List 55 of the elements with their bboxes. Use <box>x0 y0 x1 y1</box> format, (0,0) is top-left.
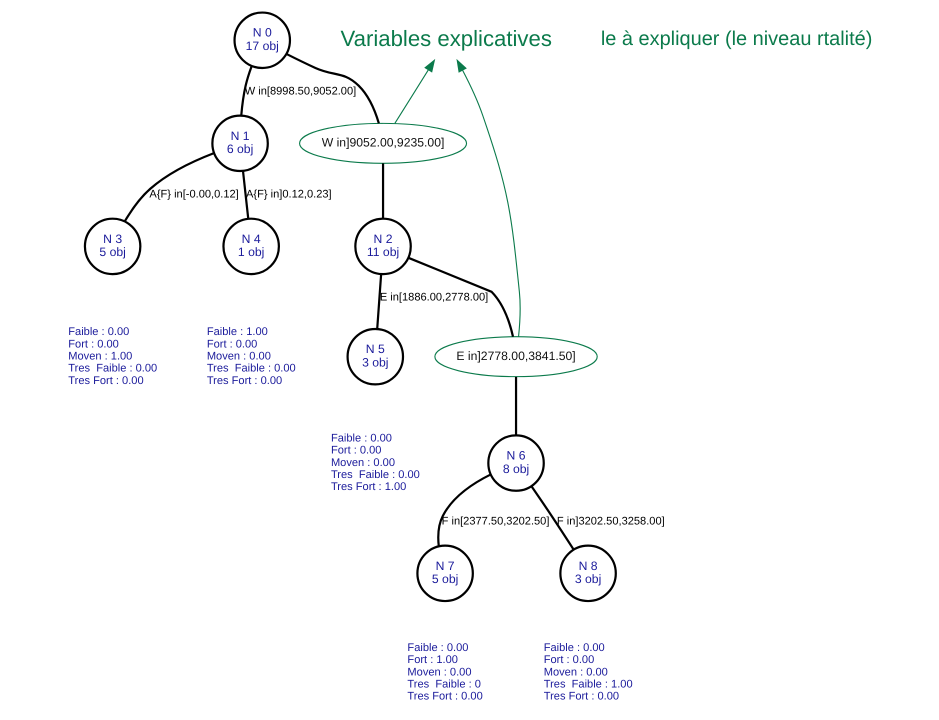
node-label: Moven : 0.00 <box>544 666 608 678</box>
node-circle: N 4 1 obj <box>222 218 280 276</box>
connector <box>408 256 514 337</box>
node-label: Tres Fort : 0.00 <box>206 374 282 387</box>
node-circle: N 1 6 obj <box>211 114 269 172</box>
node-label: Tres Faible : 0.00 <box>330 469 420 482</box>
arrow <box>456 58 521 337</box>
node-label: Moven : 0.00 <box>330 456 396 469</box>
connector <box>240 66 253 116</box>
node-label: Moven : 1.00 <box>68 350 132 362</box>
node-label: Faible : 0.00 <box>330 432 392 444</box>
node-circle: N 8 3 obj <box>559 544 617 602</box>
connector <box>382 163 384 218</box>
connector <box>242 170 250 219</box>
label: le à expliquer (le niveau rtalité) <box>600 28 872 50</box>
node-label: Tres Fort : 0.00 <box>68 374 144 387</box>
node-label: Faible : 0.00 <box>407 642 468 654</box>
node-label: Tres Fort : 0.00 <box>544 690 620 703</box>
node-ellipse: E in]2778.00,3841.50] <box>434 336 598 378</box>
node-label: Faible : 0.00 <box>544 642 605 654</box>
node-ellipse: W in]9052.00,9235.00] <box>299 122 468 164</box>
node-label: Tres Faible : 0 <box>407 678 481 690</box>
node-label: Fort : 0.00 <box>206 338 258 350</box>
node-circle: N 2 11 obj <box>354 218 412 276</box>
edge-label: A{F} in]0.12,0.23] <box>246 188 332 201</box>
edge-label: A{F} in[-0.00,0.12] <box>149 188 239 201</box>
node-circle: N 5 3 obj <box>346 328 404 386</box>
edge-label: F in]3202.50,3258.00] <box>556 516 665 528</box>
node-label: Fort : 0.00 <box>68 338 119 350</box>
connector <box>437 473 492 546</box>
node-label: Fort : 1.00 <box>407 654 458 666</box>
node-label: Moven : 0.00 <box>407 666 472 678</box>
edge-label: E in[1886.00,2778.00] <box>380 292 488 304</box>
connector <box>124 152 214 222</box>
node-label: Fort : 0.00 <box>544 654 594 666</box>
node-label: Tres Faible : 0.00 <box>68 362 158 375</box>
node-label: Fort : 0.00 <box>330 444 382 457</box>
connector <box>530 486 575 550</box>
node-circle: N 0 17 obj <box>233 11 292 70</box>
node-label: Tres Fort : 1.00 <box>330 481 406 494</box>
node-label: Faible : 0.00 <box>68 326 130 338</box>
node-label: Tres Faible : 0.00 <box>206 362 296 375</box>
arrow <box>394 58 436 124</box>
node-text: Variables explicatives <box>340 26 552 51</box>
node-label: Tres Fort : 0.00 <box>407 690 483 703</box>
connector <box>514 376 518 436</box>
connector <box>376 274 382 329</box>
edge-label: F in[2377.50,3202.50] <box>442 516 550 528</box>
node-circle: N 6 8 obj <box>487 434 545 492</box>
node-label: Tres Faible : 1.00 <box>544 678 633 690</box>
node-circle: N 7 5 obj <box>416 544 474 602</box>
node-label: Faible : 1.00 <box>206 326 268 338</box>
connector <box>286 52 380 124</box>
node-label: Moven : 0.00 <box>206 350 271 362</box>
node-circle: N 3 5 obj <box>84 218 142 276</box>
